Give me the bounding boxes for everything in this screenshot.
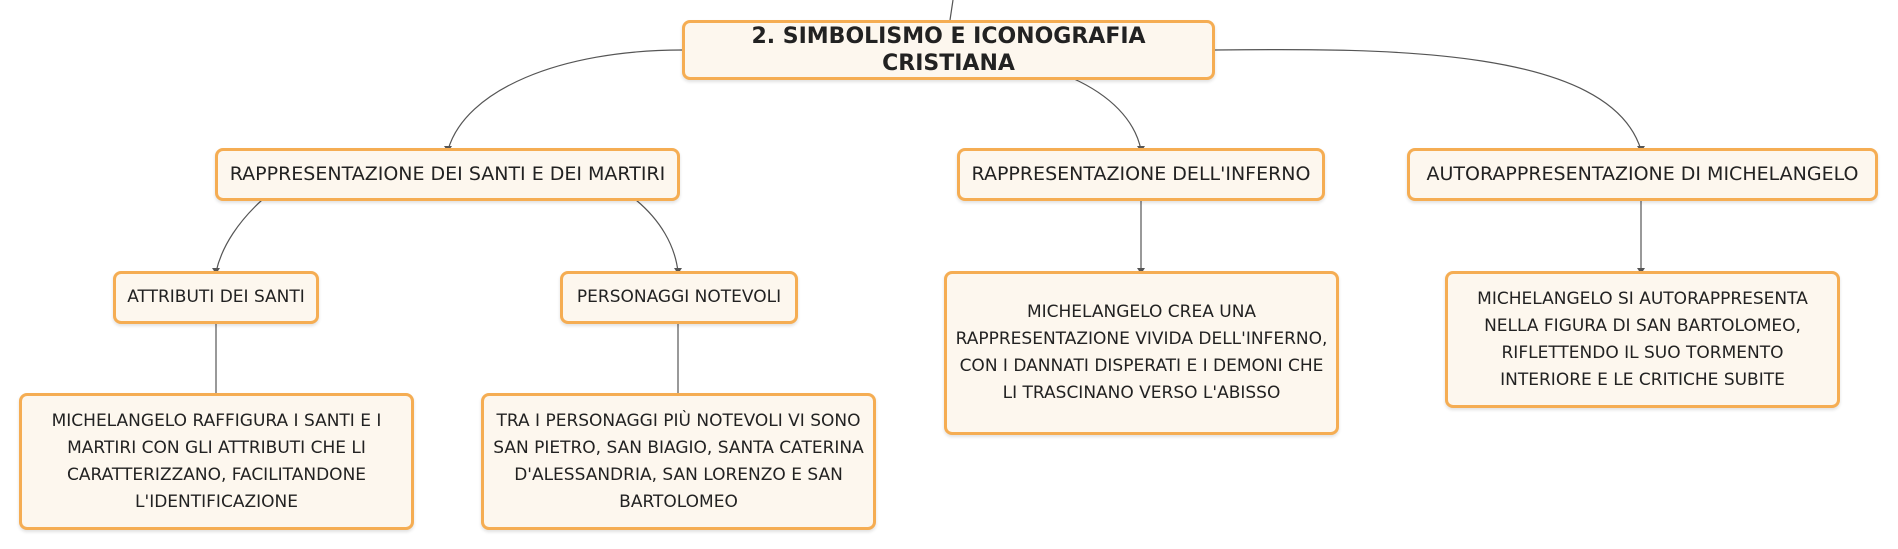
node-rappresentazione-santi-martiri[interactable]: RAPPRESENTAZIONE DEI SANTI E DEI MARTIRI (215, 148, 680, 201)
node-label: ATTRIBUTI DEI SANTI (127, 287, 305, 307)
connector-parent-to-root (949, 0, 954, 21)
detail-attributi-santi[interactable]: MICHELANGELO RAFFIGURA I SANTI E I MARTI… (19, 393, 414, 530)
connector-santi-to-attributi (215, 199, 263, 273)
node-label: RAPPRESENTAZIONE DEI SANTI E DEI MARTIRI (229, 163, 666, 185)
connector-root-to-auto (1214, 48, 1642, 151)
connector-root-to-inferno (1071, 77, 1142, 151)
node-label: RAPPRESENTAZIONE DELL'INFERNO (971, 163, 1311, 185)
root-node[interactable]: 2. SIMBOLISMO E ICONOGRAFIA CRISTIANA (682, 20, 1215, 80)
node-personaggi-notevoli[interactable]: PERSONAGGI NOTEVOLI (560, 271, 798, 324)
detail-inferno[interactable]: MICHELANGELO CREA UNA RAPPRESENTAZIONE V… (944, 271, 1339, 435)
root-node-label: 2. SIMBOLISMO E ICONOGRAFIA CRISTIANA (751, 24, 1146, 76)
node-attributi-santi[interactable]: ATTRIBUTI DEI SANTI (113, 271, 319, 324)
detail-text: TRA I PERSONAGGI PIÙ NOTEVOLI VI SONO SA… (493, 410, 864, 512)
detail-text: MICHELANGELO SI AUTORAPPRESENTA NELLA FI… (1477, 288, 1808, 390)
detail-text: MICHELANGELO CREA UNA RAPPRESENTAZIONE V… (955, 302, 1328, 403)
connector-root-to-santi (447, 49, 683, 151)
detail-autorappresentazione[interactable]: MICHELANGELO SI AUTORAPPRESENTA NELLA FI… (1445, 271, 1840, 408)
node-label: PERSONAGGI NOTEVOLI (576, 287, 782, 307)
node-label: AUTORAPPRESENTAZIONE DI MICHELANGELO (1426, 163, 1859, 185)
node-rappresentazione-inferno[interactable]: RAPPRESENTAZIONE DELL'INFERNO (957, 148, 1325, 201)
detail-personaggi-notevoli[interactable]: TRA I PERSONAGGI PIÙ NOTEVOLI VI SONO SA… (481, 393, 876, 530)
detail-text: MICHELANGELO RAFFIGURA I SANTI E I MARTI… (51, 410, 382, 512)
node-autorappresentazione-michelangelo[interactable]: AUTORAPPRESENTAZIONE DI MICHELANGELO (1407, 148, 1878, 201)
connector-santi-to-personaggi (635, 199, 679, 273)
